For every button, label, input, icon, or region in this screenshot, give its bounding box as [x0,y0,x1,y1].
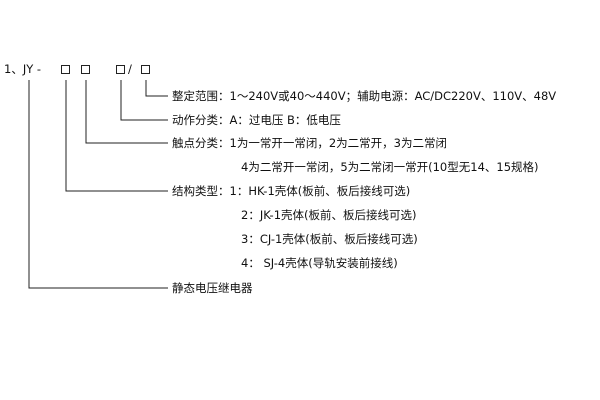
contact-type-text-1: 触点分类：1为一常开一常闭，2为二常开，3为二常闭 [172,136,447,150]
code-box-contact [81,65,90,74]
structure-type-text-4: 4： SJ-4壳体(导轨安装前接线) [241,256,398,270]
line-structure [65,80,168,192]
model-prefix: 1、JY - [4,62,42,76]
structure-type-text-2: 2：JK-1壳体(板前、板后接线可选) [241,208,417,222]
line-setting [145,80,168,97]
action-type-text: 动作分类：A：过电压 B：低电压 [172,113,341,127]
code-slash: / [128,62,132,76]
contact-type-text-2: 4为二常开一常闭，5为二常闭一常开(10型无14、15规格) [241,160,539,174]
code-box-setting [141,65,150,74]
line-contact [85,80,168,144]
line-product [28,80,168,289]
structure-type-text-3: 3：CJ-1壳体(板前、板后接线可选) [241,232,418,246]
line-action [120,80,168,121]
setting-range-text: 整定范围：1～240V或40～440V；辅助电源：AC/DC220V、110V、… [172,89,557,103]
code-box-structure [61,65,70,74]
structure-type-text-1: 结构类型：1：HK-1壳体(板前、板后接线可选) [172,184,411,198]
code-box-action [116,65,125,74]
product-name-text: 静态电压继电器 [172,281,253,295]
